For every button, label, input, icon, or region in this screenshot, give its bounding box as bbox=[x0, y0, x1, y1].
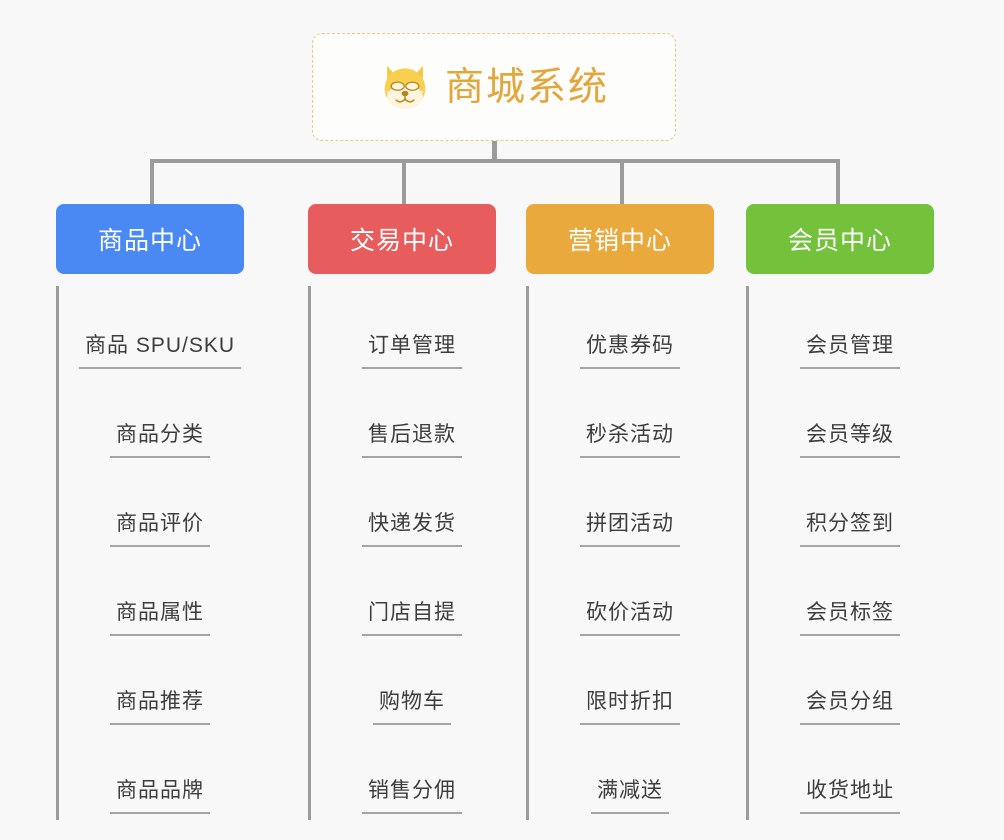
leaf-label: 商品推荐 bbox=[110, 685, 210, 725]
leaf-label: 收货地址 bbox=[800, 774, 900, 814]
list-item[interactable]: 优惠券码 bbox=[546, 286, 714, 375]
leaf-label: 限时折扣 bbox=[580, 685, 680, 725]
leaf-label: 商品分类 bbox=[110, 418, 210, 458]
leaf-label: 优惠券码 bbox=[580, 329, 680, 369]
list-item[interactable]: 商品分类 bbox=[76, 375, 244, 464]
root-title: 商城系统 bbox=[444, 65, 609, 109]
category-title: 商品中心 bbox=[97, 227, 202, 255]
list-item[interactable]: 商品评价 bbox=[76, 464, 244, 553]
connector-root-stem bbox=[492, 141, 497, 163]
leaf-list-product-center: 商品 SPU/SKU 商品分类 商品评价 商品属性 商品推荐 商品品牌 bbox=[56, 286, 244, 820]
list-item[interactable]: 商品 SPU/SKU bbox=[76, 286, 244, 375]
list-item[interactable]: 门店自提 bbox=[328, 553, 496, 642]
list-item[interactable]: 会员等级 bbox=[766, 375, 934, 464]
leaf-label: 快递发货 bbox=[362, 507, 462, 547]
category-title: 交易中心 bbox=[349, 227, 454, 255]
list-item[interactable]: 商品推荐 bbox=[76, 642, 244, 731]
root-node[interactable]: 商城系统 bbox=[312, 33, 676, 141]
connector-drop-2 bbox=[402, 159, 406, 205]
list-item[interactable]: 会员管理 bbox=[766, 286, 934, 375]
leaf-label: 商品 SPU/SKU bbox=[78, 329, 242, 369]
branch-marketing-center: 营销中心 优惠券码 秒杀活动 拼团活动 砍价活动 限时折扣 满减送 bbox=[526, 204, 714, 820]
leaf-label: 砍价活动 bbox=[580, 596, 680, 636]
connector-drop-1 bbox=[150, 159, 154, 205]
leaf-label: 积分签到 bbox=[800, 507, 900, 547]
leaf-label: 拼团活动 bbox=[580, 507, 680, 547]
leaf-list-marketing-center: 优惠券码 秒杀活动 拼团活动 砍价活动 限时折扣 满减送 bbox=[526, 286, 714, 820]
list-item[interactable]: 商品属性 bbox=[76, 553, 244, 642]
leaf-label: 购物车 bbox=[373, 685, 451, 725]
leaf-label: 会员分组 bbox=[800, 685, 900, 725]
connector-drop-3 bbox=[620, 159, 624, 205]
leaf-label: 门店自提 bbox=[362, 596, 462, 636]
list-item[interactable]: 满减送 bbox=[546, 731, 714, 820]
list-item[interactable]: 积分签到 bbox=[766, 464, 934, 553]
leaf-label: 商品属性 bbox=[110, 596, 210, 636]
list-item[interactable]: 订单管理 bbox=[328, 286, 496, 375]
dog-face-icon bbox=[384, 65, 426, 109]
category-title: 营销中心 bbox=[567, 227, 672, 255]
leaf-label: 会员管理 bbox=[800, 329, 900, 369]
category-header-product-center[interactable]: 商品中心 bbox=[56, 204, 244, 274]
category-title: 会员中心 bbox=[787, 227, 892, 255]
leaf-label: 售后退款 bbox=[362, 418, 462, 458]
category-header-trade-center[interactable]: 交易中心 bbox=[308, 204, 496, 274]
leaf-label: 会员标签 bbox=[800, 596, 900, 636]
list-item[interactable]: 售后退款 bbox=[328, 375, 496, 464]
list-item[interactable]: 拼团活动 bbox=[546, 464, 714, 553]
list-item[interactable]: 会员分组 bbox=[766, 642, 934, 731]
list-item[interactable]: 购物车 bbox=[328, 642, 496, 731]
list-item[interactable]: 秒杀活动 bbox=[546, 375, 714, 464]
category-header-member-center[interactable]: 会员中心 bbox=[746, 204, 934, 274]
list-item[interactable]: 收货地址 bbox=[766, 731, 934, 820]
leaf-label: 订单管理 bbox=[362, 329, 462, 369]
branch-product-center: 商品中心 商品 SPU/SKU 商品分类 商品评价 商品属性 商品推荐 商品品牌 bbox=[56, 204, 244, 820]
leaf-label: 销售分佣 bbox=[362, 774, 462, 814]
connector-drop-4 bbox=[836, 159, 840, 205]
leaf-label: 满减送 bbox=[591, 774, 669, 814]
list-item[interactable]: 快递发货 bbox=[328, 464, 496, 553]
list-item[interactable]: 销售分佣 bbox=[328, 731, 496, 820]
branch-trade-center: 交易中心 订单管理 售后退款 快递发货 门店自提 购物车 销售分佣 bbox=[308, 204, 496, 820]
leaf-label: 会员等级 bbox=[800, 418, 900, 458]
category-header-marketing-center[interactable]: 营销中心 bbox=[526, 204, 714, 274]
leaf-list-trade-center: 订单管理 售后退款 快递发货 门店自提 购物车 销售分佣 bbox=[308, 286, 496, 820]
leaf-label: 秒杀活动 bbox=[580, 418, 680, 458]
leaf-list-member-center: 会员管理 会员等级 积分签到 会员标签 会员分组 收货地址 bbox=[746, 286, 934, 820]
list-item[interactable]: 砍价活动 bbox=[546, 553, 714, 642]
list-item[interactable]: 会员标签 bbox=[766, 553, 934, 642]
list-item[interactable]: 限时折扣 bbox=[546, 642, 714, 731]
list-item[interactable]: 商品品牌 bbox=[76, 731, 244, 820]
leaf-label: 商品品牌 bbox=[110, 774, 210, 814]
leaf-label: 商品评价 bbox=[110, 507, 210, 547]
connector-bus bbox=[150, 159, 840, 163]
branch-member-center: 会员中心 会员管理 会员等级 积分签到 会员标签 会员分组 收货地址 bbox=[746, 204, 934, 820]
